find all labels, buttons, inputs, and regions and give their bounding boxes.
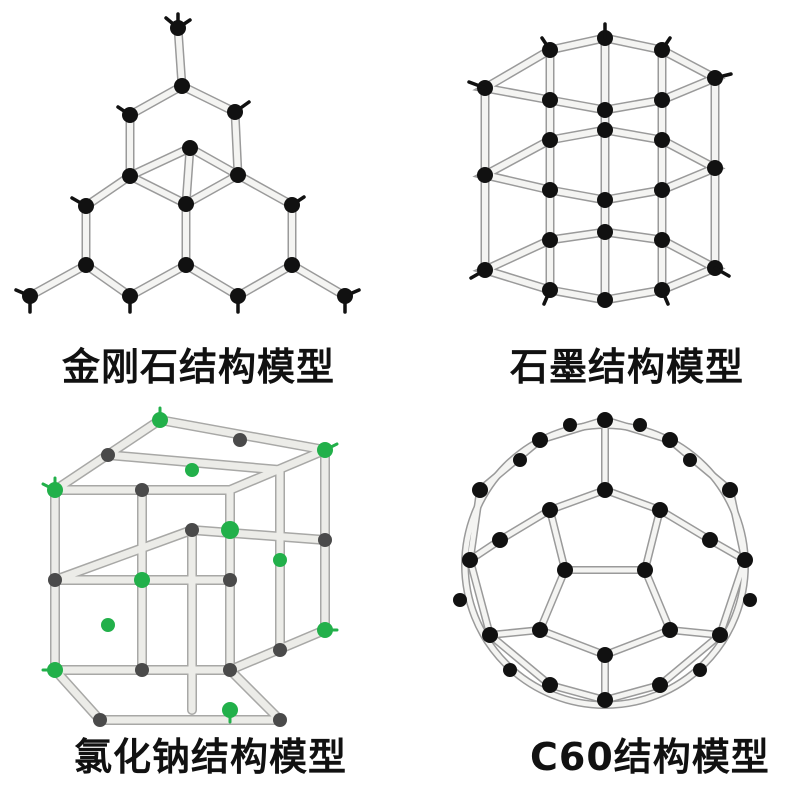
c60-model-photo [453, 412, 757, 709]
c60-model-panel: C60结构模型 [400, 400, 800, 800]
nacl-model-caption: 氯化钠结构模型 [74, 735, 348, 779]
nacl-model-photo [41, 406, 339, 727]
graphite-model-panel: 石墨结构模型 [400, 0, 800, 400]
graphite-model-caption: 石墨结构模型 [510, 345, 745, 389]
diamond-model-photo [14, 12, 361, 314]
diamond-model-panel: 金刚石结构模型 [0, 0, 400, 400]
c60-model-caption: C60结构模型 [530, 735, 770, 779]
graphite-model-photo [467, 22, 733, 308]
diamond-model-caption: 金刚石结构模型 [62, 345, 336, 389]
nacl-model-panel: 氯化钠结构模型 [0, 400, 400, 800]
